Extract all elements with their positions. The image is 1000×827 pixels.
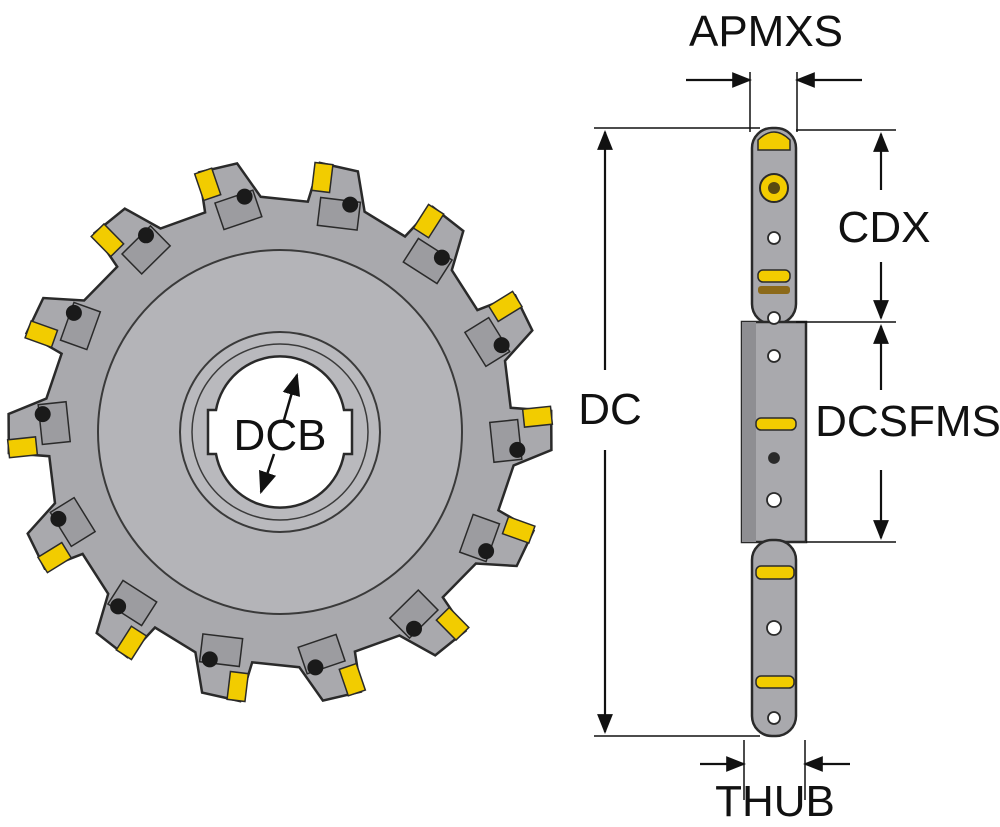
dcb-arrow-up	[282, 372, 301, 421]
dimension-arrows	[597, 72, 889, 772]
cutting-insert-icon	[487, 290, 524, 323]
dc-label: DC	[578, 385, 642, 434]
screw-icon	[110, 598, 127, 615]
cutting-insert-icon	[6, 436, 39, 459]
cutting-insert-icon	[310, 161, 334, 194]
screw-icon	[433, 249, 450, 266]
side-insert-3	[758, 286, 790, 294]
center-bore	[206, 355, 354, 509]
screw-icon	[138, 227, 154, 244]
screw-icon	[342, 196, 359, 213]
screw-icon	[50, 510, 67, 527]
cutting-insert-icon	[90, 222, 125, 258]
insert-teeth	[6, 161, 554, 703]
cutting-insert-icon	[501, 515, 536, 545]
insert-pocket	[120, 224, 172, 275]
screw-icon	[406, 620, 422, 637]
screw-icon	[768, 182, 780, 194]
cutting-insert-icon	[338, 662, 367, 697]
cutting-insert-icon	[521, 405, 554, 428]
side-screws	[766, 231, 782, 725]
side-insert-2	[757, 269, 791, 283]
screw-icon	[493, 337, 510, 354]
insert-pocket	[106, 579, 158, 627]
screw-icon	[478, 543, 495, 560]
cutting-insert-icon	[193, 167, 222, 202]
dcb-arrow-down	[259, 453, 277, 495]
cutter-front-view: DCB	[6, 161, 554, 703]
insert-pocket	[388, 589, 440, 640]
cutting-insert-icon	[36, 541, 73, 574]
cutter-side-view	[740, 126, 808, 738]
side-insert-6	[755, 675, 795, 689]
cutting-insert-icon	[412, 203, 445, 239]
hub-shading	[742, 322, 756, 542]
cutting-insert-icon	[115, 625, 148, 661]
apmxs-label: APMXS	[689, 7, 843, 56]
side-insert-5	[755, 565, 795, 580]
insert-pocket	[49, 496, 97, 548]
screw-icon	[236, 188, 253, 205]
insert-pocket	[402, 237, 454, 285]
screw-icon	[509, 441, 526, 458]
screw-icon	[65, 304, 82, 321]
cutting-insert-icon	[24, 319, 59, 349]
thub-label: THUB	[715, 777, 835, 826]
screw-icon	[201, 651, 218, 668]
hub-ring-inner	[191, 343, 369, 521]
cdx-label: CDX	[838, 203, 931, 252]
cutting-insert-icon	[226, 670, 250, 703]
side-insert-top	[757, 131, 791, 151]
cutting-insert-icon	[435, 606, 470, 642]
dcsfms-label: DCSFMS	[815, 397, 1000, 446]
screw-icon	[34, 406, 51, 423]
upper-blade	[750, 126, 798, 326]
insert-pocket	[463, 316, 511, 368]
side-insert-4	[755, 417, 797, 431]
screw-icon	[307, 659, 324, 676]
dcb-label: DCB	[234, 411, 327, 460]
